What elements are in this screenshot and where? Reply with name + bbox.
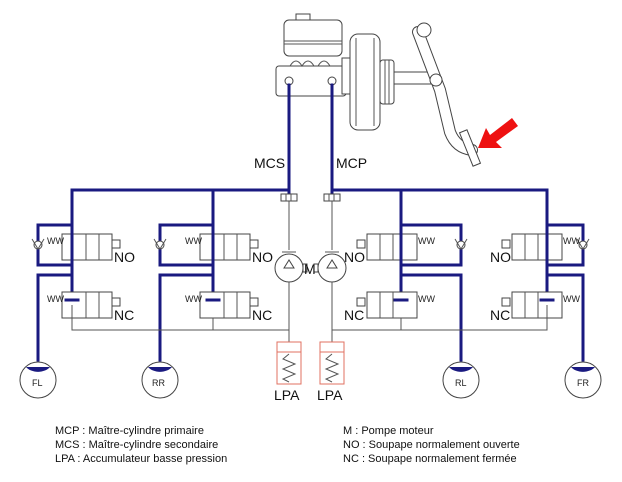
- wheel-rr: RR: [141, 361, 179, 399]
- svg-text:WW: WW: [47, 294, 64, 304]
- accumulator-left: LPA: [274, 341, 302, 403]
- check-valve: [576, 238, 590, 250]
- svg-text:NO: NO: [490, 249, 511, 265]
- pump-left: [274, 251, 304, 283]
- nc-valve-rl: WW NC: [344, 291, 435, 323]
- check-valve: [454, 238, 468, 250]
- svg-text:WW: WW: [185, 294, 202, 304]
- svg-text:NC: NC: [114, 307, 134, 323]
- svg-text:WW: WW: [563, 236, 580, 246]
- legend-item: M : Pompe moteur: [343, 425, 434, 437]
- legend: MCP : Maître-cylindre primaire MCS : Maî…: [55, 425, 520, 465]
- nc-valve-fr: WW NC: [490, 291, 580, 323]
- wheel-fr: FR: [564, 361, 602, 399]
- svg-text:FR: FR: [577, 378, 589, 388]
- accumulator-right: LPA: [317, 341, 345, 403]
- legend-item: MCS : Maître-cylindre secondaire: [55, 439, 218, 451]
- svg-text:NC: NC: [252, 307, 272, 323]
- mcs-label: MCS: [254, 155, 285, 171]
- pump-motor-label: M: [304, 261, 316, 277]
- svg-text:NC: NC: [344, 307, 364, 323]
- no-valve-fr: WW NO: [490, 232, 580, 265]
- master-cylinder: [275, 13, 353, 97]
- svg-text:NO: NO: [344, 249, 365, 265]
- wheel-rl: RL: [442, 361, 480, 399]
- brake-booster: [349, 33, 435, 131]
- svg-text:WW: WW: [563, 294, 580, 304]
- svg-text:FL: FL: [32, 378, 43, 388]
- svg-text:WW: WW: [418, 294, 435, 304]
- legend-item: NO : Soupape normalement ouverte: [343, 439, 520, 451]
- no-valve-rl: WW NO: [344, 232, 435, 265]
- svg-text:RL: RL: [455, 378, 467, 388]
- legend-item: MCP : Maître-cylindre primaire: [55, 425, 204, 437]
- pump-right: [317, 251, 347, 283]
- svg-text:LPA: LPA: [274, 387, 300, 403]
- filter-left: [280, 193, 298, 202]
- no-valve-rr: WW NO: [185, 232, 273, 265]
- svg-text:RR: RR: [152, 378, 165, 388]
- nc-valve-rr: WW NC: [185, 291, 272, 323]
- nc-valve-fl: WW NC: [47, 291, 134, 323]
- svg-text:NO: NO: [114, 249, 135, 265]
- brake-pedal: [412, 22, 482, 167]
- svg-text:NO: NO: [252, 249, 273, 265]
- filter-right: [323, 193, 341, 202]
- pedal-force-arrow: [478, 118, 518, 148]
- wheel-fl: FL: [19, 361, 57, 399]
- svg-text:NC: NC: [490, 307, 510, 323]
- check-valve: [31, 238, 45, 250]
- legend-item: LPA : Accumulateur basse pression: [55, 453, 227, 465]
- svg-text:WW: WW: [418, 236, 435, 246]
- svg-text:WW: WW: [47, 236, 64, 246]
- mcp-label: MCP: [336, 155, 367, 171]
- svg-text:WW: WW: [185, 236, 202, 246]
- legend-item: NC : Soupape normalement fermée: [343, 453, 517, 465]
- check-valve: [153, 238, 167, 250]
- svg-text:LPA: LPA: [317, 387, 343, 403]
- no-valve-fl: WW NO: [47, 232, 135, 265]
